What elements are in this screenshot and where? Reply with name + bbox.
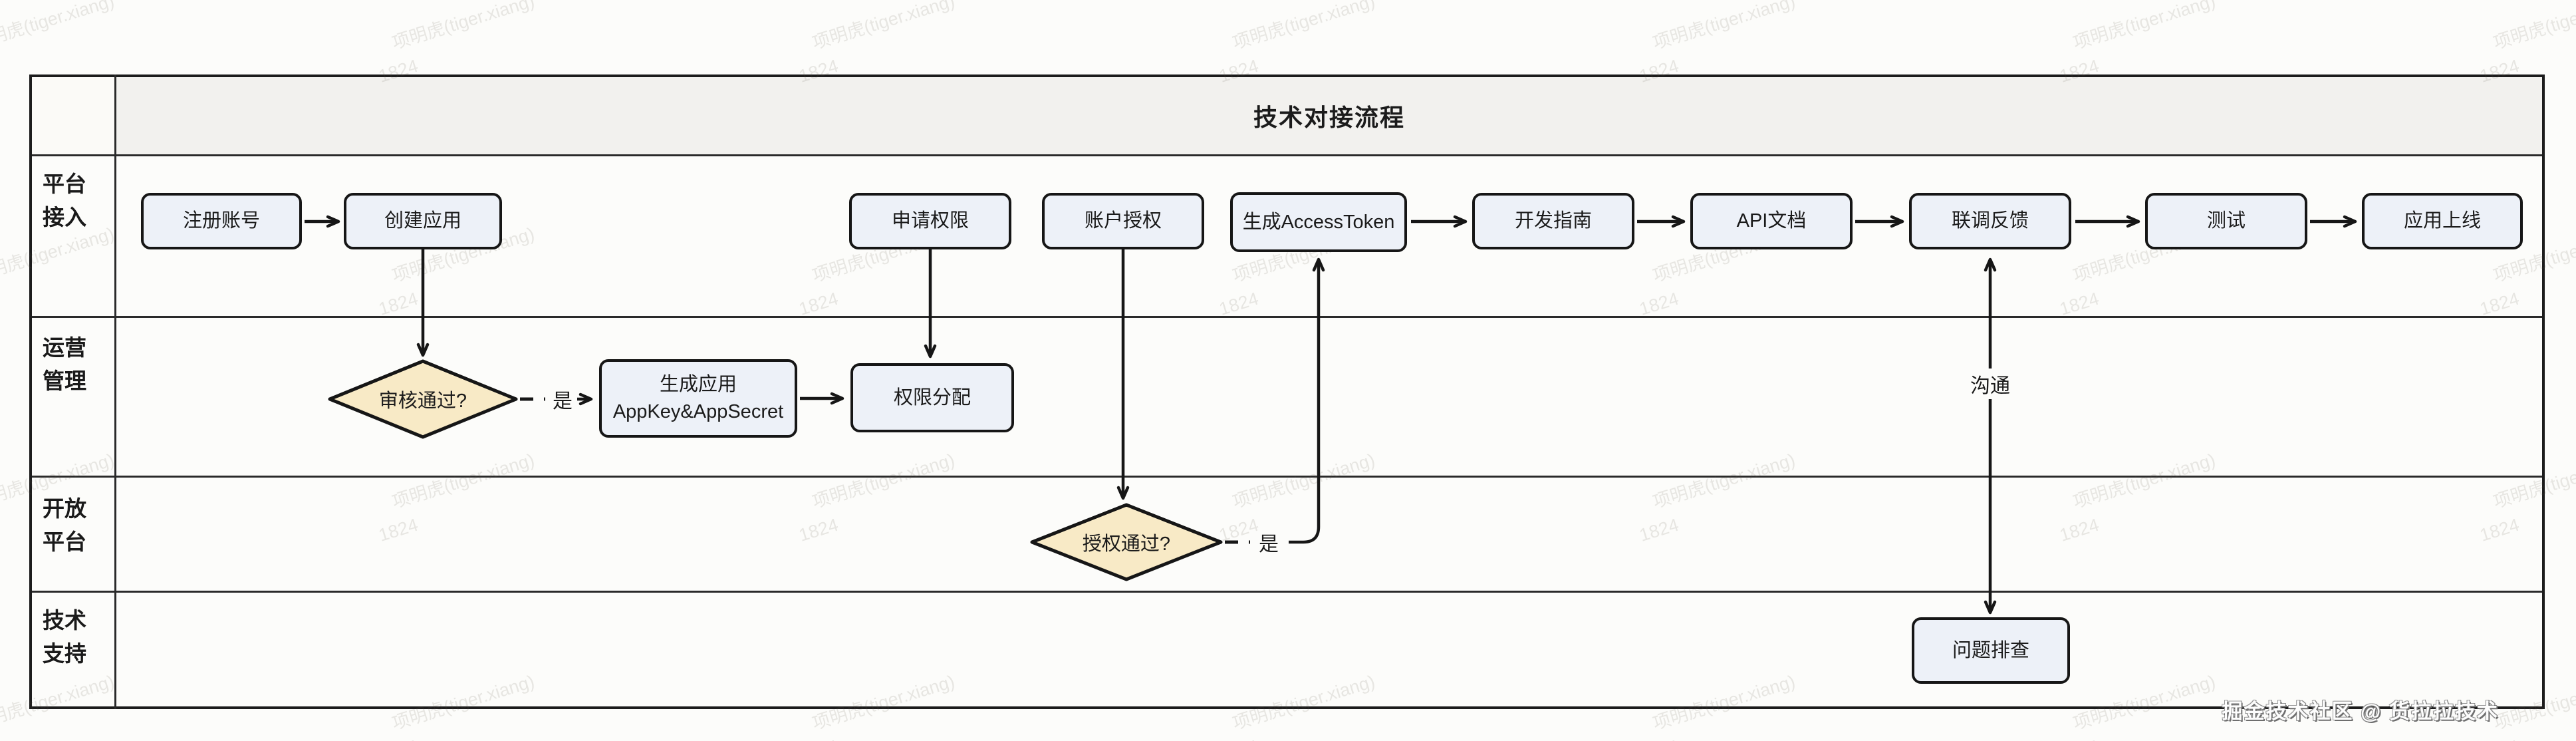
decision-review-label: 审核通过? [378, 390, 467, 412]
header-divider [32, 154, 2542, 156]
node-register: 注册账号 [141, 193, 302, 249]
lane-divider-2 [32, 476, 2542, 478]
table-title-cell: 技术对接流程 [116, 77, 2542, 154]
table-corner-cell [32, 77, 114, 154]
node-assign-permission: 权限分配 [850, 363, 1014, 432]
node-apply-permission: 申请权限 [849, 193, 1011, 249]
node-create-app: 创建应用 [344, 193, 502, 249]
node-account-auth: 账户授权 [1042, 193, 1204, 249]
node-api-doc: API文档 [1690, 193, 1853, 249]
lane-label-divider [114, 74, 116, 709]
lane-divider-3 [32, 591, 2542, 593]
decision-review-shape [328, 359, 518, 439]
lane-label-open-platform: 开放 平台 [43, 496, 86, 554]
node-generate-accesstoken: 生成AccessToken [1230, 192, 1407, 252]
lane-label-platform-access: 平台 接入 [43, 172, 86, 229]
lane-divider-1 [32, 316, 2542, 318]
node-issue-check: 问题排查 [1912, 617, 2070, 684]
node-dev-guide: 开发指南 [1472, 193, 1634, 249]
diagram-title: 技术对接流程 [1253, 104, 1405, 131]
decision-auth-shape [1030, 503, 1223, 581]
node-test: 测试 [2145, 193, 2307, 249]
decision-auth-label: 授权通过? [1082, 533, 1171, 555]
community-stamp: 掘金技术社区 @ 货拉拉技术 [2222, 700, 2499, 723]
node-generate-appkey: 生成应用 AppKey&AppSecret [599, 359, 797, 438]
edge-label-yes-auth: 是 [1259, 533, 1279, 555]
swimlane-table-frame [29, 74, 2545, 709]
edge-label-yes-review: 是 [553, 390, 573, 412]
node-app-online: 应用上线 [2362, 193, 2523, 249]
edge-yes-to-gentoken [1289, 257, 1325, 544]
node-joint-debug-feedback: 联调反馈 [1909, 193, 2071, 249]
lane-label-tech-support: 技术 支持 [43, 608, 86, 666]
lane-label-operations: 运营 管理 [43, 335, 86, 393]
edge-label-communicate: 沟通 [1970, 375, 2010, 397]
